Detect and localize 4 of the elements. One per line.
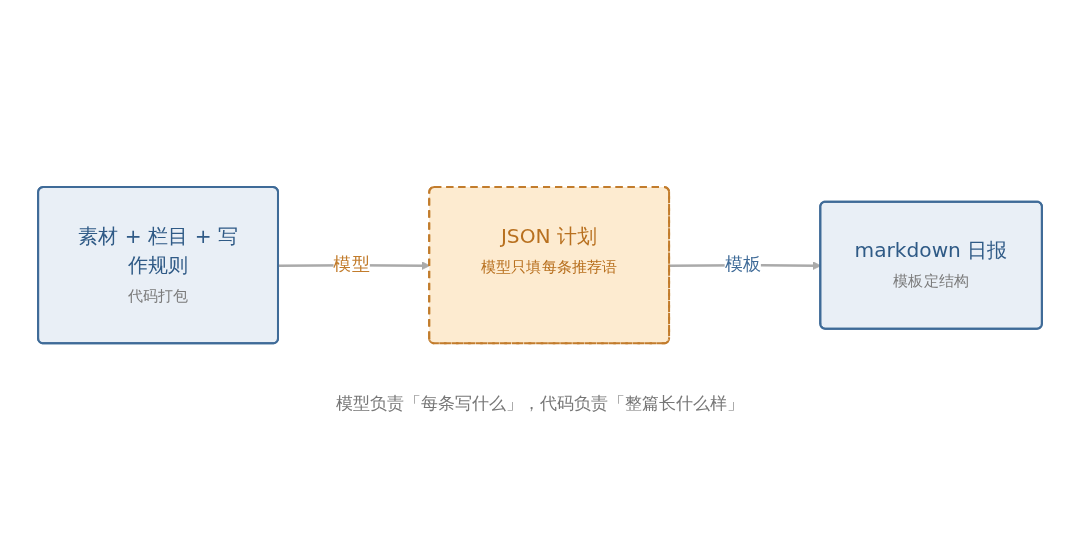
caption: 模型负责「每条写什么」，代码负责「整篇长什么样」: [336, 393, 744, 413]
process-box: JSON 计划 模型只填每条推荐语: [428, 185, 671, 345]
process-box: markdown 日报 模板定结构: [819, 200, 1043, 330]
process-box: 素材 + 栏目 + 写作规则 代码打包: [37, 185, 279, 345]
